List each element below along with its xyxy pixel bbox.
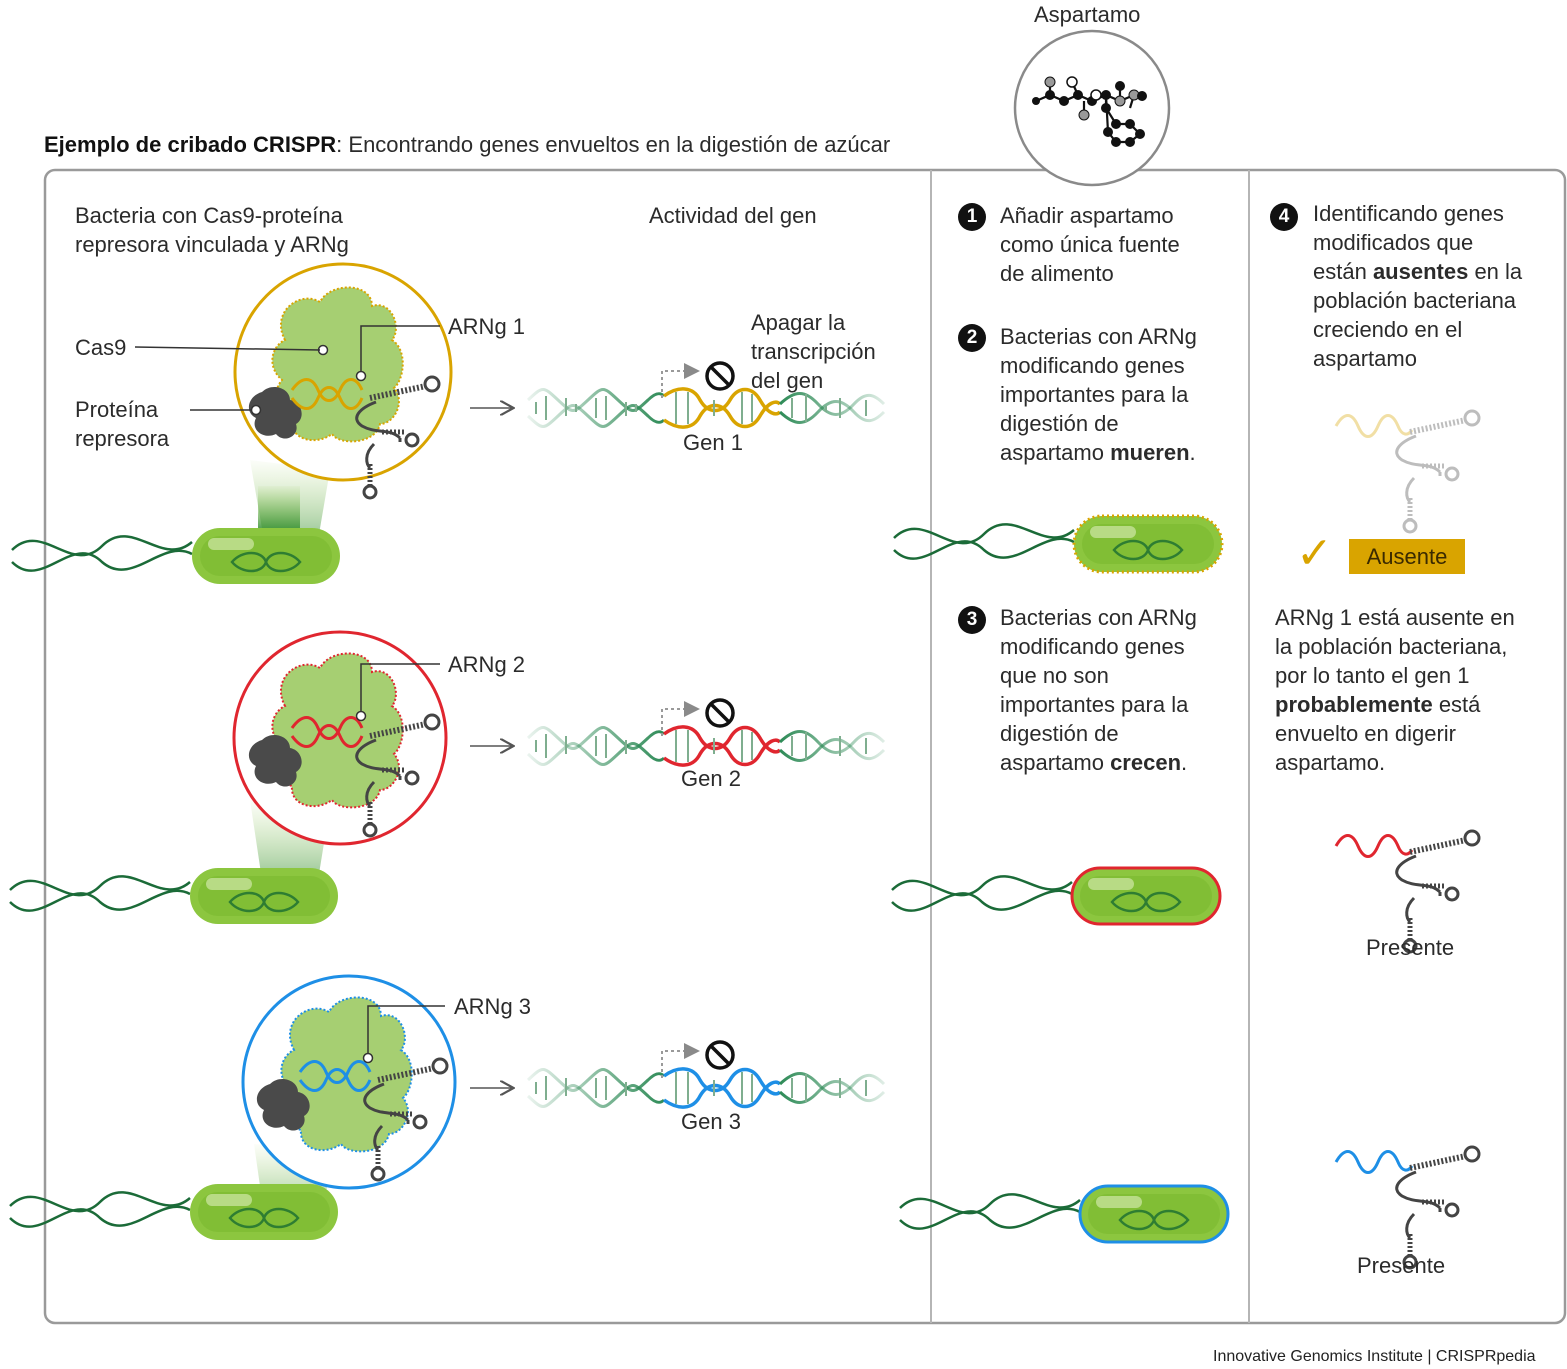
step-3-number: 3	[958, 606, 986, 634]
switch-off-line1: Apagar la	[751, 310, 846, 335]
step-3-line2: modificando genes	[1000, 634, 1185, 659]
col1-header-line2: represora vinculada y ARNg	[75, 232, 349, 257]
aspartame-label: Aspartamo	[1034, 2, 1141, 27]
gene-3-label: Gen 3	[681, 1109, 741, 1134]
gene-1-label: Gen 1	[683, 430, 743, 455]
step-2-line2: modificando genes	[1000, 353, 1185, 378]
main-panel	[43, 168, 1567, 1325]
row-1	[10, 262, 886, 586]
step-1-number: 1	[958, 203, 986, 231]
col1-header-line1: Bacteria con Cas9-proteína	[75, 203, 343, 228]
step-2-line4: digestión de	[1000, 411, 1119, 436]
grna-2-label: ARNg 2	[448, 652, 526, 677]
switch-off-line2: transcripción	[751, 339, 876, 364]
step-4-line2: modificados que	[1313, 230, 1474, 255]
step-1-line2: como única fuente	[1000, 232, 1180, 257]
step-2-line3: importantes para la	[1000, 382, 1189, 407]
step-4-line3: están ausentes en la	[1313, 259, 1523, 284]
repressor-label-line1: Proteína	[75, 397, 159, 422]
step-3-line6: aspartamo crecen.	[1000, 750, 1188, 775]
step-4-line5: creciendo en el	[1313, 317, 1463, 342]
dna-gene-2	[526, 725, 886, 767]
step-2-number: 2	[958, 324, 986, 352]
bacterium-2	[8, 866, 340, 926]
credit-line: Innovative Genomics Institute | CRISPRpe…	[1213, 1348, 1536, 1365]
dna-gene-3	[526, 1067, 886, 1109]
step-3-line5: digestión de	[1000, 721, 1119, 746]
step-4-number: 4	[1270, 203, 1298, 231]
repressor-label-line2: represora	[75, 426, 170, 451]
step-4-line1: Identificando genes	[1313, 201, 1504, 226]
dna-gene-1	[526, 387, 886, 429]
step-3-line1: Bacterias con ARNg	[1000, 605, 1197, 630]
step-2-line5: aspartamo mueren.	[1000, 440, 1196, 465]
growing-bacterium-red	[890, 866, 1222, 926]
gene-2-label: Gen 2	[681, 766, 741, 791]
step-1-line1: Añadir aspartamo	[1000, 203, 1174, 228]
bacterium-1	[10, 526, 342, 586]
check-icon: ✓	[1296, 529, 1333, 578]
repressor-protein-2	[248, 734, 302, 787]
aspartame-molecule	[1013, 29, 1171, 187]
result-line5: envuelto en digerir	[1275, 721, 1457, 746]
present-grna-3	[1334, 1147, 1479, 1268]
result-line1: ARNg 1 está ausente en	[1275, 605, 1515, 630]
result-line2: la población bacteriana,	[1275, 634, 1508, 659]
cas9-pointer	[134, 346, 321, 351]
step-3-line4: importantes para la	[1000, 692, 1189, 717]
grna-3-label: ARNg 3	[454, 994, 532, 1019]
present-label-3: Presente	[1357, 1253, 1446, 1278]
grna-1-label: ARNg 1	[448, 314, 526, 339]
step-2-line1: Bacterias con ARNg	[1000, 324, 1197, 349]
present-label-2: Presente	[1366, 935, 1455, 960]
step-4-line6: aspartamo	[1313, 346, 1417, 371]
diagram-title: Ejemplo de cribado CRISPR: Encontrando g…	[44, 132, 891, 157]
row-3	[8, 974, 886, 1242]
dying-bacterium	[892, 514, 1224, 574]
switch-off-line3: del gen	[751, 368, 824, 393]
row-2	[8, 630, 886, 926]
present-grna-2	[1334, 831, 1479, 952]
step-3-line3: que no son	[1000, 663, 1109, 688]
step-4-line4: población bacteriana	[1313, 288, 1517, 313]
bacterium-3	[8, 1182, 340, 1242]
absent-grna-1	[1334, 411, 1479, 532]
result-line3: por lo tanto el gen 1	[1275, 663, 1470, 688]
cas9-label: Cas9	[75, 335, 127, 360]
col2-header: Actividad del gen	[649, 203, 817, 228]
growing-bacterium-blue	[898, 1184, 1230, 1244]
result-line6: aspartamo.	[1275, 750, 1386, 775]
step-1-line3: de alimento	[1000, 261, 1114, 286]
repressor-protein-3	[256, 1078, 310, 1131]
absent-badge: Ausente	[1349, 539, 1465, 574]
repressor-protein-1	[248, 386, 302, 439]
result-line4: probablemente está	[1275, 692, 1481, 717]
